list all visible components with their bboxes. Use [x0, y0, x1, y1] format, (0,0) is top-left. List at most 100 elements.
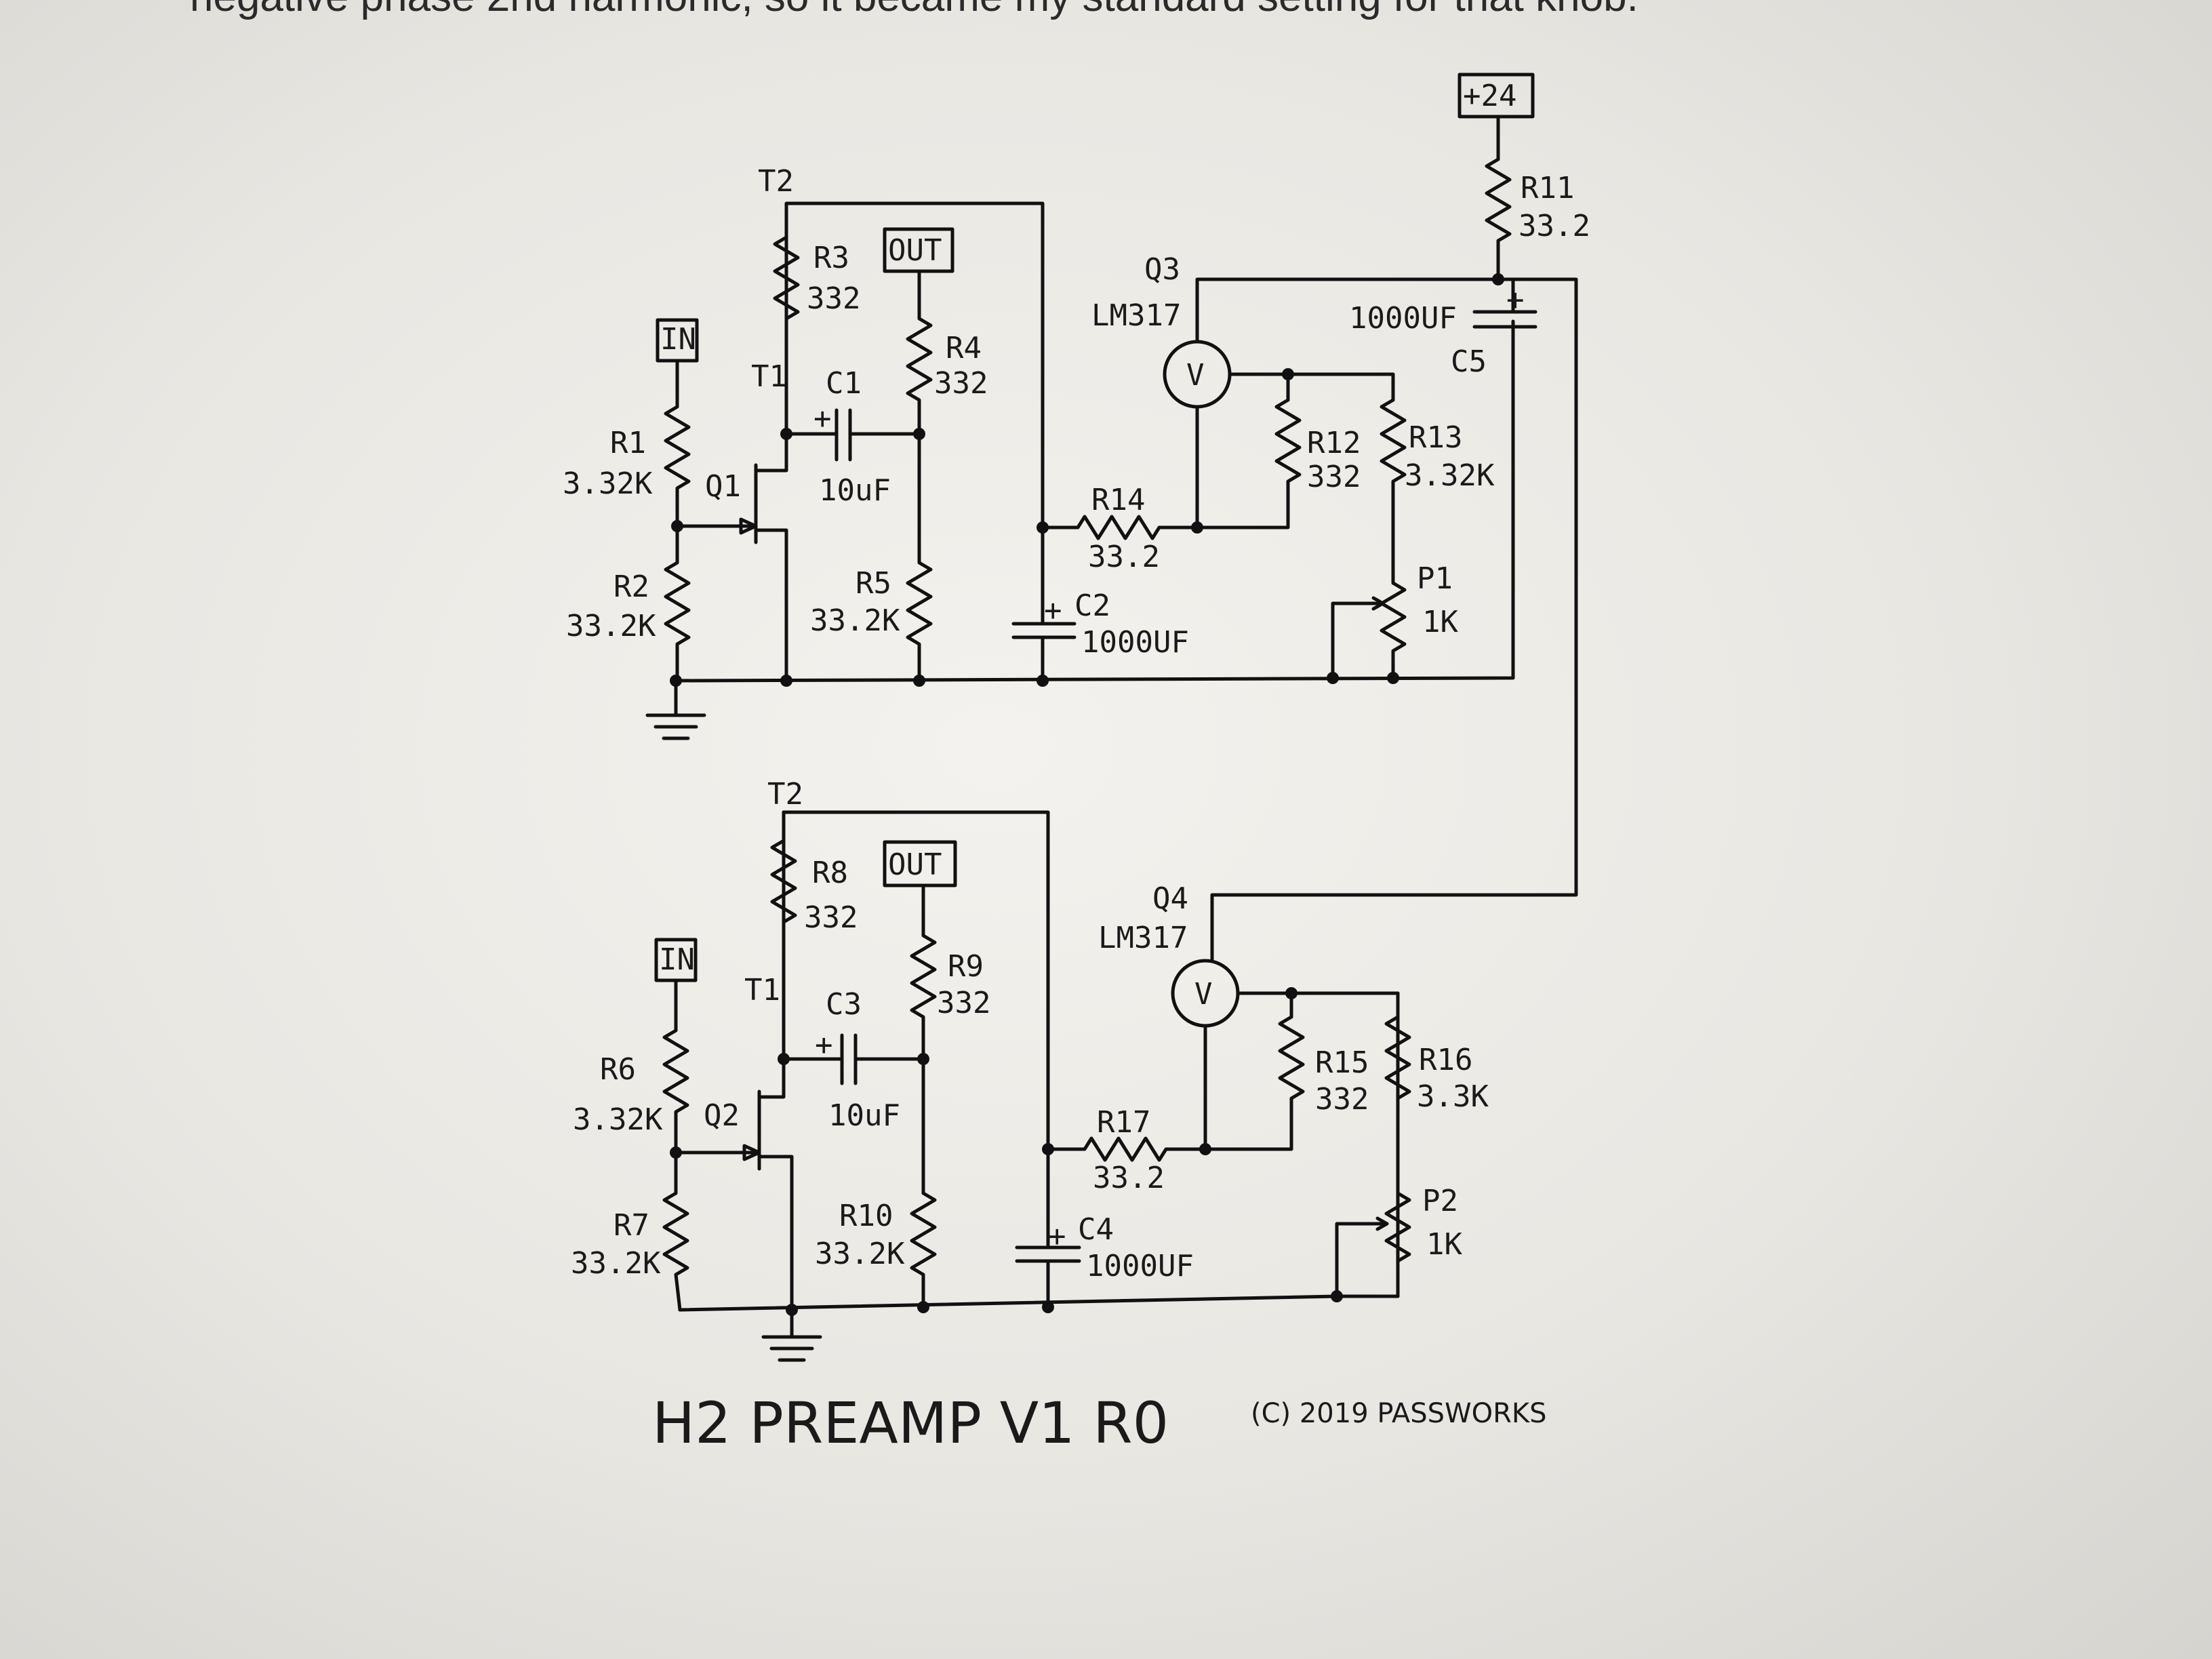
bottom-c3-plus: + [815, 1028, 833, 1062]
bottom-r6-ref: R6 [600, 1052, 636, 1087]
bottom-r9-resistor [910, 883, 937, 1061]
top-r3-resistor [773, 205, 800, 436]
bottom-r7-ref: R7 [614, 1208, 649, 1243]
top-c5-ref: C5 [1451, 344, 1487, 379]
bottom-r6-resistor [662, 978, 689, 1155]
top-t2-wire [784, 201, 1045, 529]
top-r11-resistor [1485, 115, 1512, 281]
bottom-r15-value: 332 [1315, 1082, 1369, 1117]
top-c2-value: 1000UF [1081, 625, 1189, 660]
bottom-r6-value: 3.32K [573, 1102, 663, 1137]
top-r2-ref: R2 [614, 569, 649, 604]
top-r12-resistor [1195, 398, 1302, 529]
bottom-r15-ref: R15 [1315, 1045, 1369, 1080]
bottom-r17-value: 33.2 [1093, 1161, 1165, 1195]
top-r14-resistor [1041, 515, 1199, 540]
bottom-ground-icon [761, 1308, 822, 1362]
bottom-c4-value: 1000UF [1086, 1249, 1194, 1283]
top-t1-label: T1 [751, 359, 787, 394]
top-c1-value: 10uF [819, 473, 891, 508]
bottom-in-label: IN [659, 942, 695, 977]
page-headline-text: negative phase 2nd harmonic, so it becam… [190, 0, 2088, 24]
bottom-t2-label: T2 [767, 777, 803, 812]
bottom-r16-resistor [1384, 1015, 1411, 1182]
top-r4-ref: R4 [946, 331, 982, 365]
bottom-r7-value: 33.2K [571, 1246, 661, 1281]
top-r4-value: 332 [934, 366, 988, 401]
bottom-q4-ref: Q4 [1152, 881, 1188, 916]
schematic-title: H2 PREAMP V1 R0 [652, 1390, 1169, 1456]
bottom-r7-resistor [662, 1151, 689, 1312]
top-r11-ref: R11 [1521, 171, 1574, 205]
bottom-t2-wire [782, 810, 1050, 1151]
bottom-r10-ref: R10 [839, 1199, 893, 1233]
top-ground-rail [674, 319, 1515, 683]
top-c2-capacitor [1011, 525, 1077, 683]
supply-label: +24 [1463, 79, 1516, 113]
top-c2-plus: + [1044, 593, 1062, 628]
top-q3-wires [1195, 277, 1578, 961]
top-r1-value: 3.32K [563, 466, 653, 501]
top-r14-ref: R14 [1091, 483, 1145, 517]
top-r1-ref: R1 [610, 426, 646, 460]
bottom-c3-value: 10uF [828, 1098, 900, 1133]
bottom-r8-ref: R8 [812, 856, 848, 890]
bottom-channel: IN R6 3.32K R7 33.2K Q2 T1 R8 332 T2 + C… [571, 777, 1489, 1362]
top-c1-plus: + [813, 401, 832, 436]
top-c5-capacitor [1472, 277, 1537, 329]
bottom-q2-jfet [674, 810, 794, 1312]
bottom-r17-ref: R17 [1097, 1105, 1150, 1140]
bottom-r17-resistor [1046, 1136, 1207, 1162]
top-p1-potentiometer [1331, 561, 1407, 680]
bottom-r15-resistor [1203, 1015, 1305, 1151]
top-c5-value: 1000UF [1349, 301, 1457, 336]
top-t2-label: T2 [758, 164, 794, 199]
top-r2-value: 33.2K [566, 609, 656, 643]
bottom-r10-resistor [910, 1057, 937, 1309]
top-r1-resistor [664, 359, 691, 528]
copyright-notice: (C) 2019 PASSWORKS [1251, 1398, 1547, 1429]
bottom-r10-value: 33.2K [815, 1237, 905, 1271]
bottom-r9-value: 332 [937, 986, 990, 1020]
top-r5-ref: R5 [856, 566, 891, 601]
top-r13-resistor [1380, 398, 1407, 565]
bottom-r9-ref: R9 [948, 949, 984, 984]
bottom-q4-symbol: V [1194, 977, 1213, 1012]
top-q1-jfet [675, 205, 788, 683]
top-out-label: OUT [888, 233, 942, 268]
top-q1-label: Q1 [705, 469, 741, 504]
top-q3-ref: Q3 [1144, 252, 1180, 287]
top-r2-resistor [664, 524, 691, 683]
top-r4-resistor [906, 269, 933, 436]
top-p1-ref: P1 [1417, 561, 1453, 596]
top-r13-ref: R13 [1409, 420, 1462, 455]
top-ground-icon [645, 679, 706, 740]
bottom-r8-value: 332 [804, 900, 858, 935]
top-r12-value: 332 [1307, 460, 1361, 494]
top-junction-dots [670, 273, 1504, 687]
bottom-p2-value: 1K [1426, 1227, 1462, 1262]
supply-box [1457, 73, 1535, 119]
bottom-c3-capacitor [782, 1033, 925, 1085]
top-r5-resistor [906, 432, 933, 683]
top-p1-value: 1K [1422, 605, 1458, 639]
top-q3-symbol: V [1186, 358, 1205, 393]
bottom-r16-value: 3.3K [1417, 1079, 1489, 1114]
bottom-c4-plus: + [1048, 1219, 1066, 1254]
bottom-t1-label: T1 [744, 973, 780, 1007]
top-c2-ref: C2 [1074, 588, 1110, 623]
top-r13-value: 3.32K [1405, 458, 1495, 493]
top-c1-ref: C1 [826, 366, 862, 401]
bottom-p2-ref: P2 [1422, 1184, 1458, 1218]
bottom-r8-resistor [770, 810, 797, 1061]
bottom-junction-dots [670, 987, 1343, 1316]
bottom-p2-potentiometer [1335, 1178, 1411, 1298]
bottom-r16-ref: R16 [1419, 1043, 1472, 1077]
top-r5-value: 33.2K [810, 603, 900, 638]
bottom-q4-value: LM317 [1098, 921, 1188, 955]
top-c1-capacitor [784, 408, 921, 462]
bottom-q2-label: Q2 [704, 1098, 740, 1133]
bottom-c4-ref: C4 [1078, 1212, 1114, 1247]
